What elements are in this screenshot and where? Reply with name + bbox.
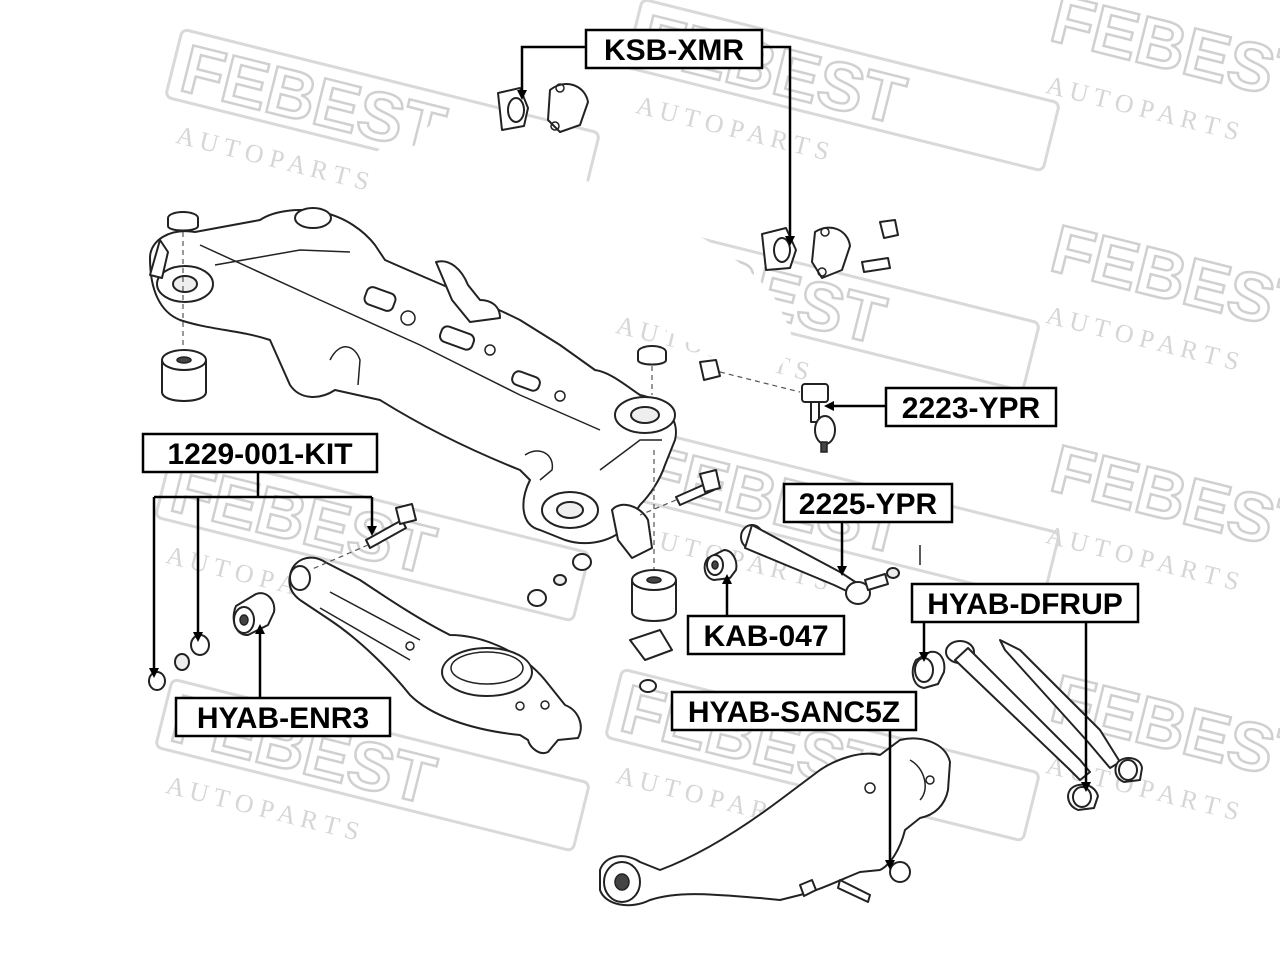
stabilizer-link (699, 359, 836, 453)
label-2225-ypr-text: 2225-YPR (799, 488, 938, 521)
watermark-logo: FEBEST A U T O P A R T S (1043, 209, 1280, 376)
label-ksb-xmr-text: KSB-XMR (604, 34, 744, 67)
stabilizer-bushing-right (761, 219, 899, 279)
label-hyab-enr3-text: HYAB-ENR3 (197, 702, 369, 735)
label-kab-047[interactable]: KAB-047 (686, 574, 846, 656)
label-kab-047-text: KAB-047 (703, 620, 828, 653)
label-ksb-xmr[interactable]: KSB-XMR (517, 28, 795, 246)
trailing-arm (740, 524, 921, 605)
label-hyab-sanc5z[interactable]: HYAB-SANC5Z (670, 690, 918, 870)
stabilizer-bushing-top (497, 83, 589, 133)
watermark-logo: FEBEST A U T O P A R T S (1043, 0, 1280, 146)
subframe (149, 207, 677, 559)
label-2223-ypr-text: 2223-YPR (902, 392, 1041, 425)
subframe-bushing-right (629, 345, 677, 693)
lower-arm-bushing (232, 592, 276, 636)
label-1229-001-kit-text: 1229-001-KIT (167, 438, 352, 471)
label-2225-ypr[interactable]: 2225-YPR (782, 482, 954, 576)
label-hyab-dfrup-text: HYAB-DFRUP (927, 588, 1123, 621)
label-hyab-enr3[interactable]: HYAB-ENR3 (174, 624, 392, 738)
lower-control-arm (288, 503, 582, 754)
subframe-bolt (527, 469, 721, 607)
label-2223-ypr[interactable]: 2223-YPR (824, 386, 1058, 428)
upper-control-arm (911, 639, 1143, 811)
label-1229-001-kit[interactable]: 1229-001-KIT (141, 432, 379, 678)
trailing-arm-bushing (703, 549, 738, 581)
stabilizer-bar (373, 122, 792, 390)
label-hyab-sanc5z-text: HYAB-SANC5Z (688, 696, 900, 729)
subframe-bushing-left (161, 211, 207, 402)
knuckle-assembly (599, 737, 951, 907)
label-hyab-dfrup[interactable]: HYAB-DFRUP (910, 582, 1140, 792)
left-washers (148, 634, 210, 691)
